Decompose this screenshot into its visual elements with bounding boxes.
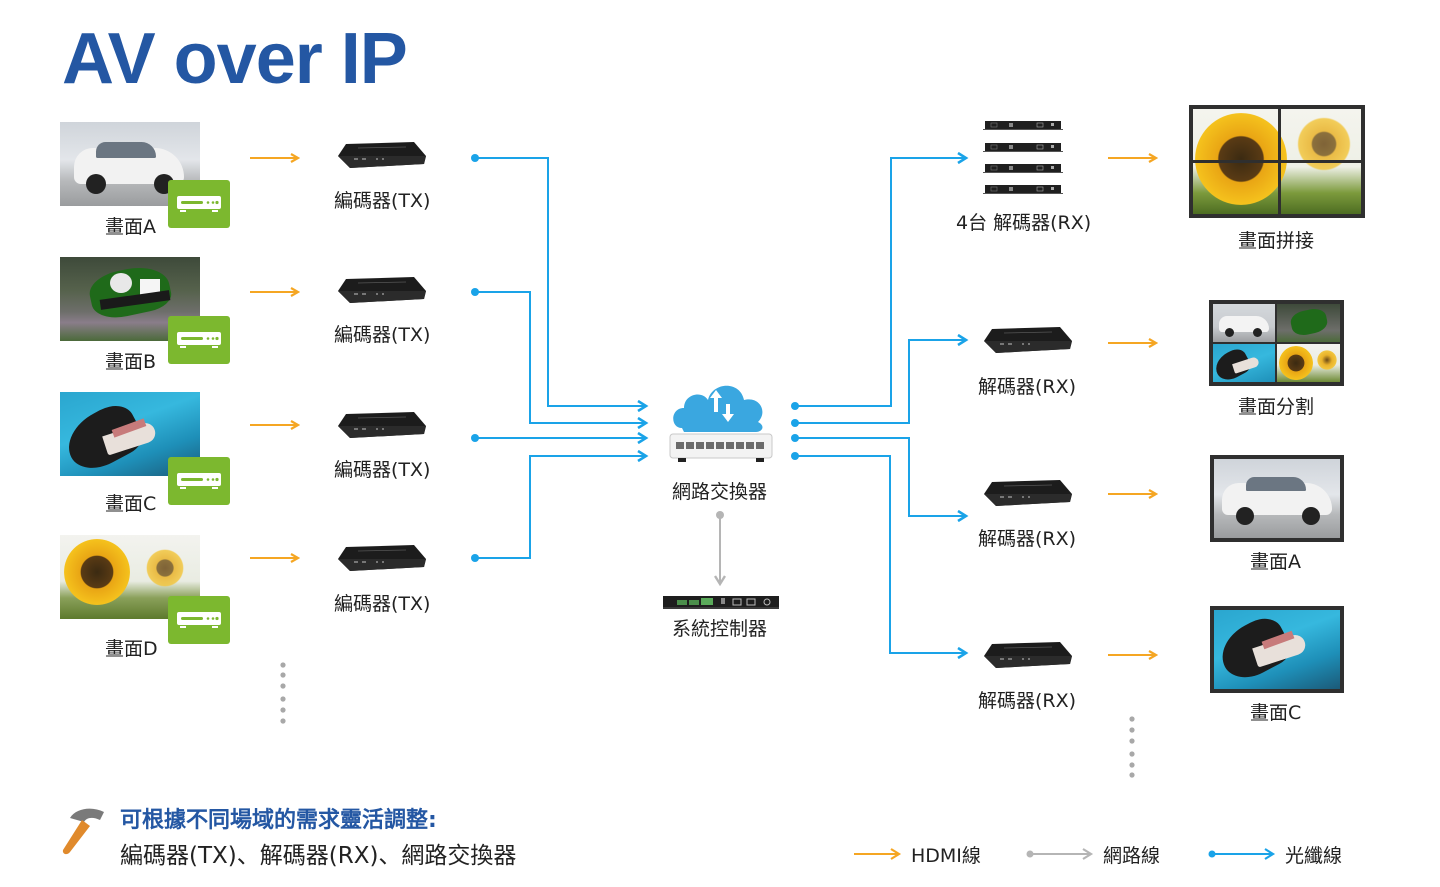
legend-fiber-label: 光纖線: [1285, 845, 1343, 867]
orca-image: [1214, 610, 1340, 689]
media-player-badge: [168, 316, 230, 364]
fiber-dot: [471, 554, 479, 562]
fiber-line: [795, 340, 966, 424]
white-car-image: [60, 122, 200, 206]
hdmi-arrows-right: [1108, 158, 1156, 655]
source-label: 畫面A: [105, 216, 156, 238]
decoder-device: [982, 640, 1074, 674]
output-label: 畫面拼接: [1238, 230, 1315, 252]
media-player-icon: [177, 332, 221, 348]
legend-network-label: 網路線: [1103, 845, 1161, 867]
fiber-line: [475, 157, 646, 406]
media-player-icon: [177, 473, 221, 489]
network-switch: [668, 378, 774, 470]
system-controller: [663, 594, 779, 614]
decoder-label: 解碼器(RX): [978, 528, 1077, 550]
switch-label: 網路交換器: [672, 481, 768, 503]
fiber-dot: [471, 154, 479, 162]
fiber-line: [795, 455, 966, 653]
hammer-icon: [62, 808, 104, 855]
decoder-label: 4台 解碼器(RX): [956, 212, 1092, 234]
footer-subtext: 編碼器(TX)、解碼器(RX)、網路交換器: [120, 843, 517, 869]
source-label: 畫面C: [105, 493, 157, 515]
source-label: 畫面D: [105, 638, 158, 660]
white-car-image: [1214, 459, 1340, 538]
fiber-dot: [471, 434, 479, 442]
video-wall-sunflower-image: [1193, 109, 1361, 214]
fiber-dot: [791, 434, 799, 442]
quad-split-image: [1213, 304, 1340, 382]
encoder-box-icon: [338, 412, 426, 438]
encoder-label: 編碼器(TX): [334, 459, 431, 481]
display-c: [1210, 606, 1344, 693]
fiber-lines-in: [475, 157, 646, 559]
encoder-box-icon: [338, 545, 426, 571]
fiber-dot: [471, 288, 479, 296]
encoder-device: [336, 275, 428, 309]
encoder-device: [336, 410, 428, 444]
media-player-badge: [168, 457, 230, 505]
encoder-box-icon: [338, 142, 426, 168]
media-player-badge: [168, 596, 230, 644]
fiber-dot: [791, 402, 799, 410]
network-dot: [716, 511, 724, 519]
encoder-label: 編碼器(TX): [334, 324, 431, 346]
decoder-device: [982, 478, 1074, 512]
media-player-icon: [177, 612, 221, 628]
output-label: 畫面C: [1250, 702, 1302, 724]
decoder-label: 解碼器(RX): [978, 690, 1077, 712]
more-decoders-ellipsis: [1129, 716, 1135, 778]
decoder-label: 解碼器(RX): [978, 376, 1077, 398]
encoder-device: [336, 543, 428, 577]
controller-device-icon: [663, 596, 779, 609]
network-legend-icon: [1026, 848, 1094, 860]
decoder-stack-icon: [983, 121, 1063, 194]
legend-hdmi-label: HDMI線: [911, 845, 981, 867]
decoder-device: [982, 325, 1074, 359]
quad-split-display: [1209, 300, 1344, 386]
decoder-stack: [983, 120, 1063, 200]
page-title: AV over IP: [62, 19, 408, 99]
media-player-icon: [177, 196, 221, 212]
cloud-switch-icon: [669, 385, 773, 462]
decoder-box-icon: [984, 327, 1072, 353]
fiber-line: [475, 456, 646, 559]
fiber-dot: [791, 419, 799, 427]
fiber-line: [795, 437, 966, 516]
decoder-box-icon: [984, 642, 1072, 668]
decoder-box-icon: [984, 480, 1072, 506]
fiber-lines-out: [795, 158, 966, 653]
hdmi-legend-icon: [854, 848, 902, 860]
encoder-box-icon: [338, 277, 426, 303]
source-label: 畫面B: [105, 351, 157, 373]
fiber-legend-icon: [1208, 848, 1276, 860]
source-a: [60, 122, 200, 206]
output-label: 畫面分割: [1238, 396, 1315, 418]
fiber-line: [475, 291, 646, 423]
legend: HDMI線 網路線 光纖線: [853, 840, 1353, 868]
media-player-badge: [168, 180, 230, 228]
footer-heading: 可根據不同場域的需求靈活調整:: [120, 808, 437, 833]
encoder-label: 編碼器(TX): [334, 190, 431, 212]
fiber-line: [795, 158, 966, 407]
display-a: [1210, 455, 1344, 542]
output-label: 畫面A: [1250, 551, 1301, 573]
more-encoders-ellipsis: [280, 662, 286, 724]
fiber-dot: [791, 452, 799, 460]
encoder-device: [336, 140, 428, 174]
video-wall-display: [1189, 105, 1365, 218]
controller-label: 系統控制器: [672, 618, 768, 640]
hdmi-arrows-left: [250, 158, 298, 558]
encoder-label: 編碼器(TX): [334, 593, 431, 615]
